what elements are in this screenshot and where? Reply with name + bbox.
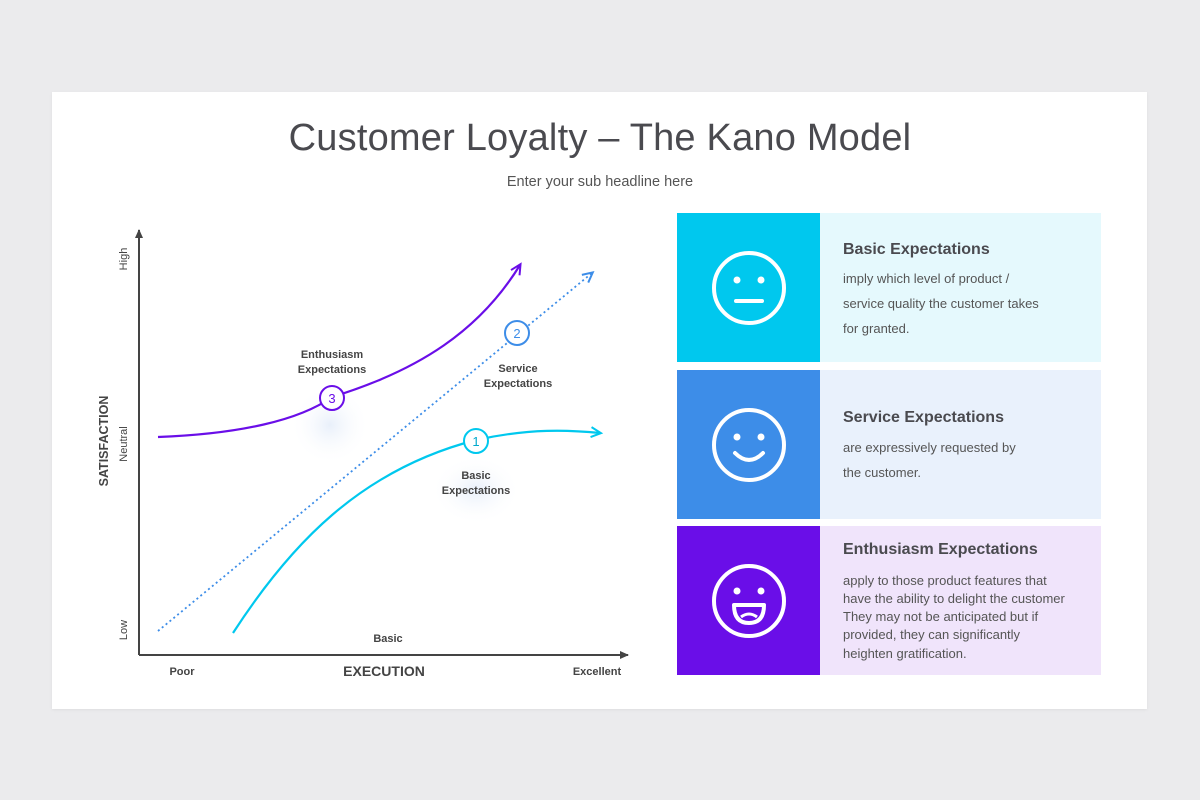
page-title: Customer Loyalty – The Kano Model: [288, 117, 912, 159]
card-basic-text-panel: Basic Expectations imply which level of …: [820, 213, 1101, 362]
y-tick-high: High: [118, 248, 130, 271]
service-label-line2: Expectations: [484, 378, 552, 390]
marker-service: 2: [504, 320, 530, 346]
card-basic-expectations: Basic Expectations imply which level of …: [677, 213, 1101, 362]
x-tick-poor: Poor: [169, 666, 195, 678]
card-enthusiasm-title: Enthusiasm Expectations: [843, 541, 1038, 558]
card-basic-line-1: imply which level of product /: [843, 271, 1010, 286]
card-service-text-panel: Service Expectations are expressively re…: [820, 370, 1101, 519]
y-tick-low: Low: [118, 620, 130, 640]
card-enthusiasm-icon-panel: [677, 526, 820, 675]
smiling-face-icon: [711, 407, 786, 482]
card-enthusiasm-line-4: provided, they can significantly: [843, 627, 1021, 642]
card-basic-icon-panel: [677, 213, 820, 362]
x-tick-basic: Basic: [373, 633, 402, 645]
page-subtitle: Enter your sub headline here: [506, 174, 694, 190]
glow-decoration: [290, 385, 370, 465]
marker-basic-number: 1: [472, 434, 479, 449]
enthusiasm-label-line1: Enthusiasm: [301, 349, 364, 361]
marker-service-number: 2: [513, 326, 520, 341]
y-axis-label: SATISFACTION: [97, 396, 111, 487]
x-axis-label: EXECUTION: [343, 663, 425, 679]
card-service-line-1: are expressively requested by: [843, 440, 1016, 455]
y-tick-neutral: Neutral: [118, 426, 130, 461]
card-enthusiasm-line-1: apply to those product features that: [843, 573, 1047, 588]
marker-enthusiasm-number: 3: [328, 391, 335, 406]
card-service-title: Service Expectations: [843, 409, 1004, 426]
x-tick-excellent: Excellent: [573, 666, 622, 678]
service-expectations-line: [157, 270, 595, 632]
glow-decoration: [431, 455, 521, 525]
card-enthusiasm-line-3: They may not be anticipated but if: [843, 609, 1039, 624]
service-label-line1: Service: [498, 363, 537, 375]
marker-enthusiasm: 3: [319, 385, 345, 411]
basic-label-line1: Basic: [461, 470, 490, 482]
card-service-icon-panel: [677, 370, 820, 519]
card-enthusiasm-line-5: heighten gratification.: [843, 646, 967, 661]
card-basic-line-2: service quality the customer takes: [843, 296, 1039, 311]
card-service-expectations: Service Expectations are expressively re…: [677, 370, 1101, 519]
basic-label-line2: Expectations: [442, 485, 510, 497]
card-enthusiasm-line-2: have the ability to delight the customer: [843, 591, 1065, 606]
card-enthusiasm-expectations: Enthusiasm Expectations apply to those p…: [677, 526, 1101, 675]
neutral-face-icon: [711, 250, 786, 325]
card-service-line-2: the customer.: [843, 465, 922, 480]
card-enthusiasm-text-panel: Enthusiasm Expectations apply to those p…: [820, 526, 1101, 675]
card-basic-title: Basic Expectations: [843, 241, 990, 258]
marker-basic: 1: [463, 428, 489, 454]
card-basic-line-3: for granted.: [843, 321, 910, 336]
laughing-face-icon: [711, 563, 786, 638]
enthusiasm-label-line2: Expectations: [298, 364, 366, 376]
basic-expectations-curve: [232, 426, 604, 634]
